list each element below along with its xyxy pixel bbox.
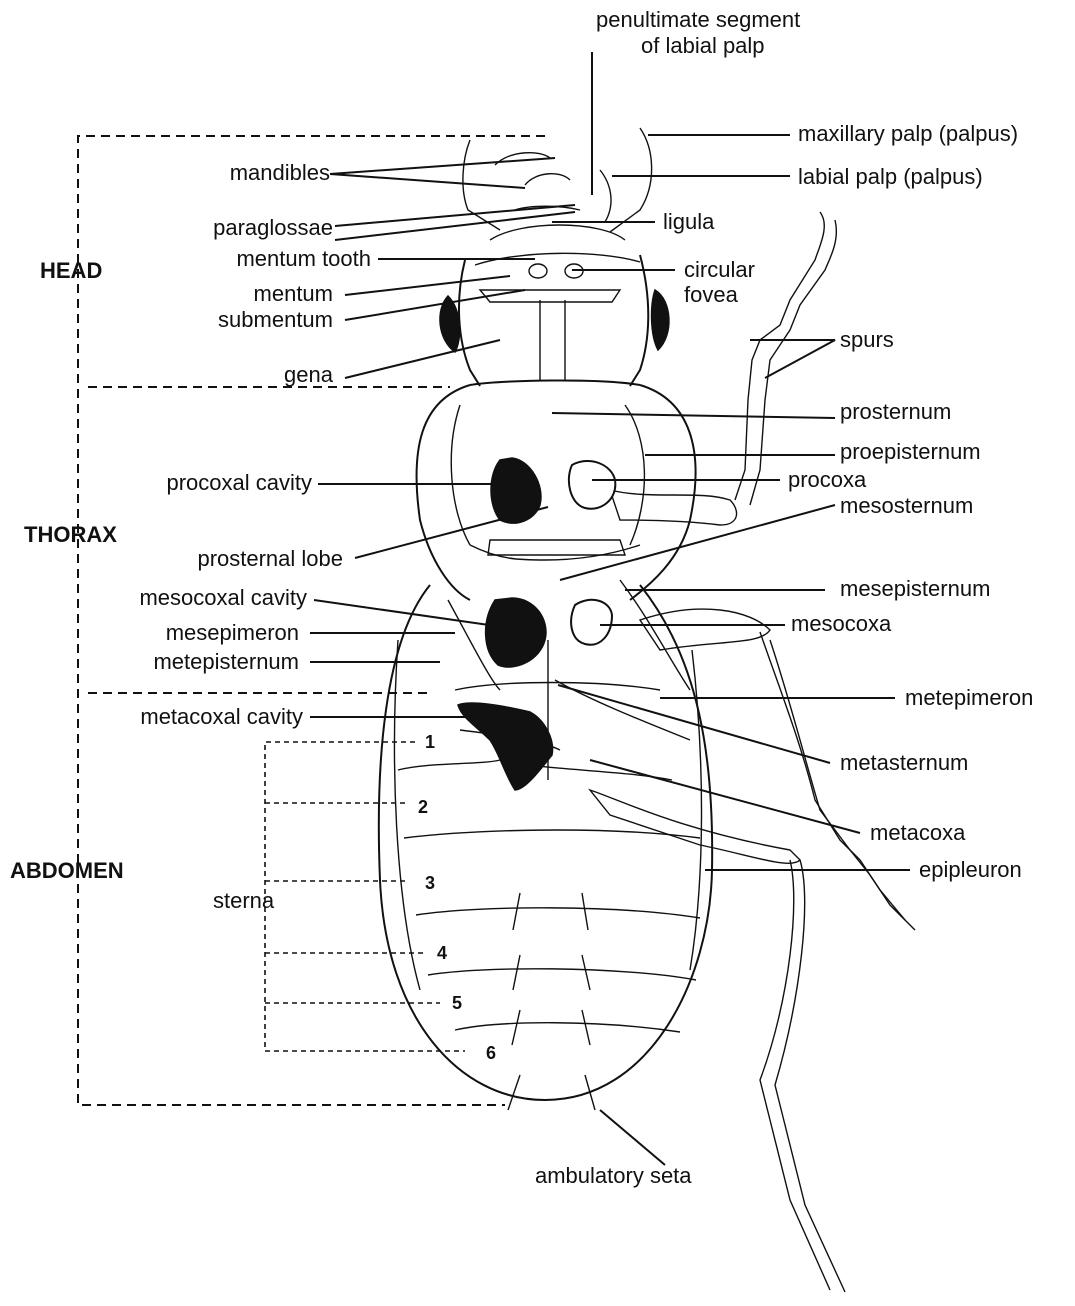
section-abdomen: ABDOMEN xyxy=(10,858,124,884)
label-spurs: spurs xyxy=(840,328,894,352)
antenna xyxy=(735,212,836,505)
label-mentum-tooth: mentum tooth xyxy=(236,247,371,271)
label-fovea: fovea xyxy=(684,283,738,307)
label-mentum: mentum xyxy=(254,282,333,306)
label-prosternum: prosternum xyxy=(840,400,951,424)
label-mesosternum: mesosternum xyxy=(840,494,973,518)
label-mesocoxal-cavity: mesocoxal cavity xyxy=(139,586,307,610)
label-metacoxa: metacoxa xyxy=(870,821,965,845)
sternum-number-6: 6 xyxy=(486,1043,496,1064)
label-submentum: submentum xyxy=(218,308,333,332)
label-sterna: sterna xyxy=(213,889,274,913)
sternum-number-2: 2 xyxy=(418,797,428,818)
label-ambulatory-seta: ambulatory seta xyxy=(535,1164,692,1188)
sternum-number-4: 4 xyxy=(437,943,447,964)
label-procoxal-cavity: procoxal cavity xyxy=(166,471,312,495)
sternum-number-3: 3 xyxy=(425,873,435,894)
label-metacoxal-cavity: metacoxal cavity xyxy=(140,705,303,729)
label-metepisternum: metepisternum xyxy=(153,650,299,674)
label-procoxa: procoxa xyxy=(788,468,866,492)
section-thorax: THORAX xyxy=(24,522,117,548)
thorax-outline xyxy=(417,380,696,780)
label-maxillary-palp: maxillary palp (palpus) xyxy=(798,122,1018,146)
label-penultimate-segment: penultimate segment xyxy=(596,8,800,32)
label-paraglossae: paraglossae xyxy=(213,216,333,240)
label-metasternum: metasternum xyxy=(840,751,968,775)
label-ligula: ligula xyxy=(663,210,714,234)
label-labial-palp: labial palp (palpus) xyxy=(798,165,983,189)
label-mesocoxa: mesocoxa xyxy=(791,612,891,636)
label-penultimate-segment-2: of labial palp xyxy=(641,34,765,58)
sternum-number-1: 1 xyxy=(425,732,435,753)
label-mesepisternum: mesepisternum xyxy=(840,577,990,601)
label-prosternal-lobe: prosternal lobe xyxy=(197,547,343,571)
label-epipleuron: epipleuron xyxy=(919,858,1022,882)
label-metepimeron: metepimeron xyxy=(905,686,1033,710)
section-head: HEAD xyxy=(40,258,102,284)
label-mesepimeron: mesepimeron xyxy=(166,621,299,645)
label-gena: gena xyxy=(284,363,333,387)
label-mandibles: mandibles xyxy=(230,161,330,185)
sternum-number-5: 5 xyxy=(452,993,462,1014)
label-proepisternum: proepisternum xyxy=(840,440,981,464)
abdomen-outline xyxy=(379,585,712,1110)
label-circular: circular xyxy=(684,258,755,282)
